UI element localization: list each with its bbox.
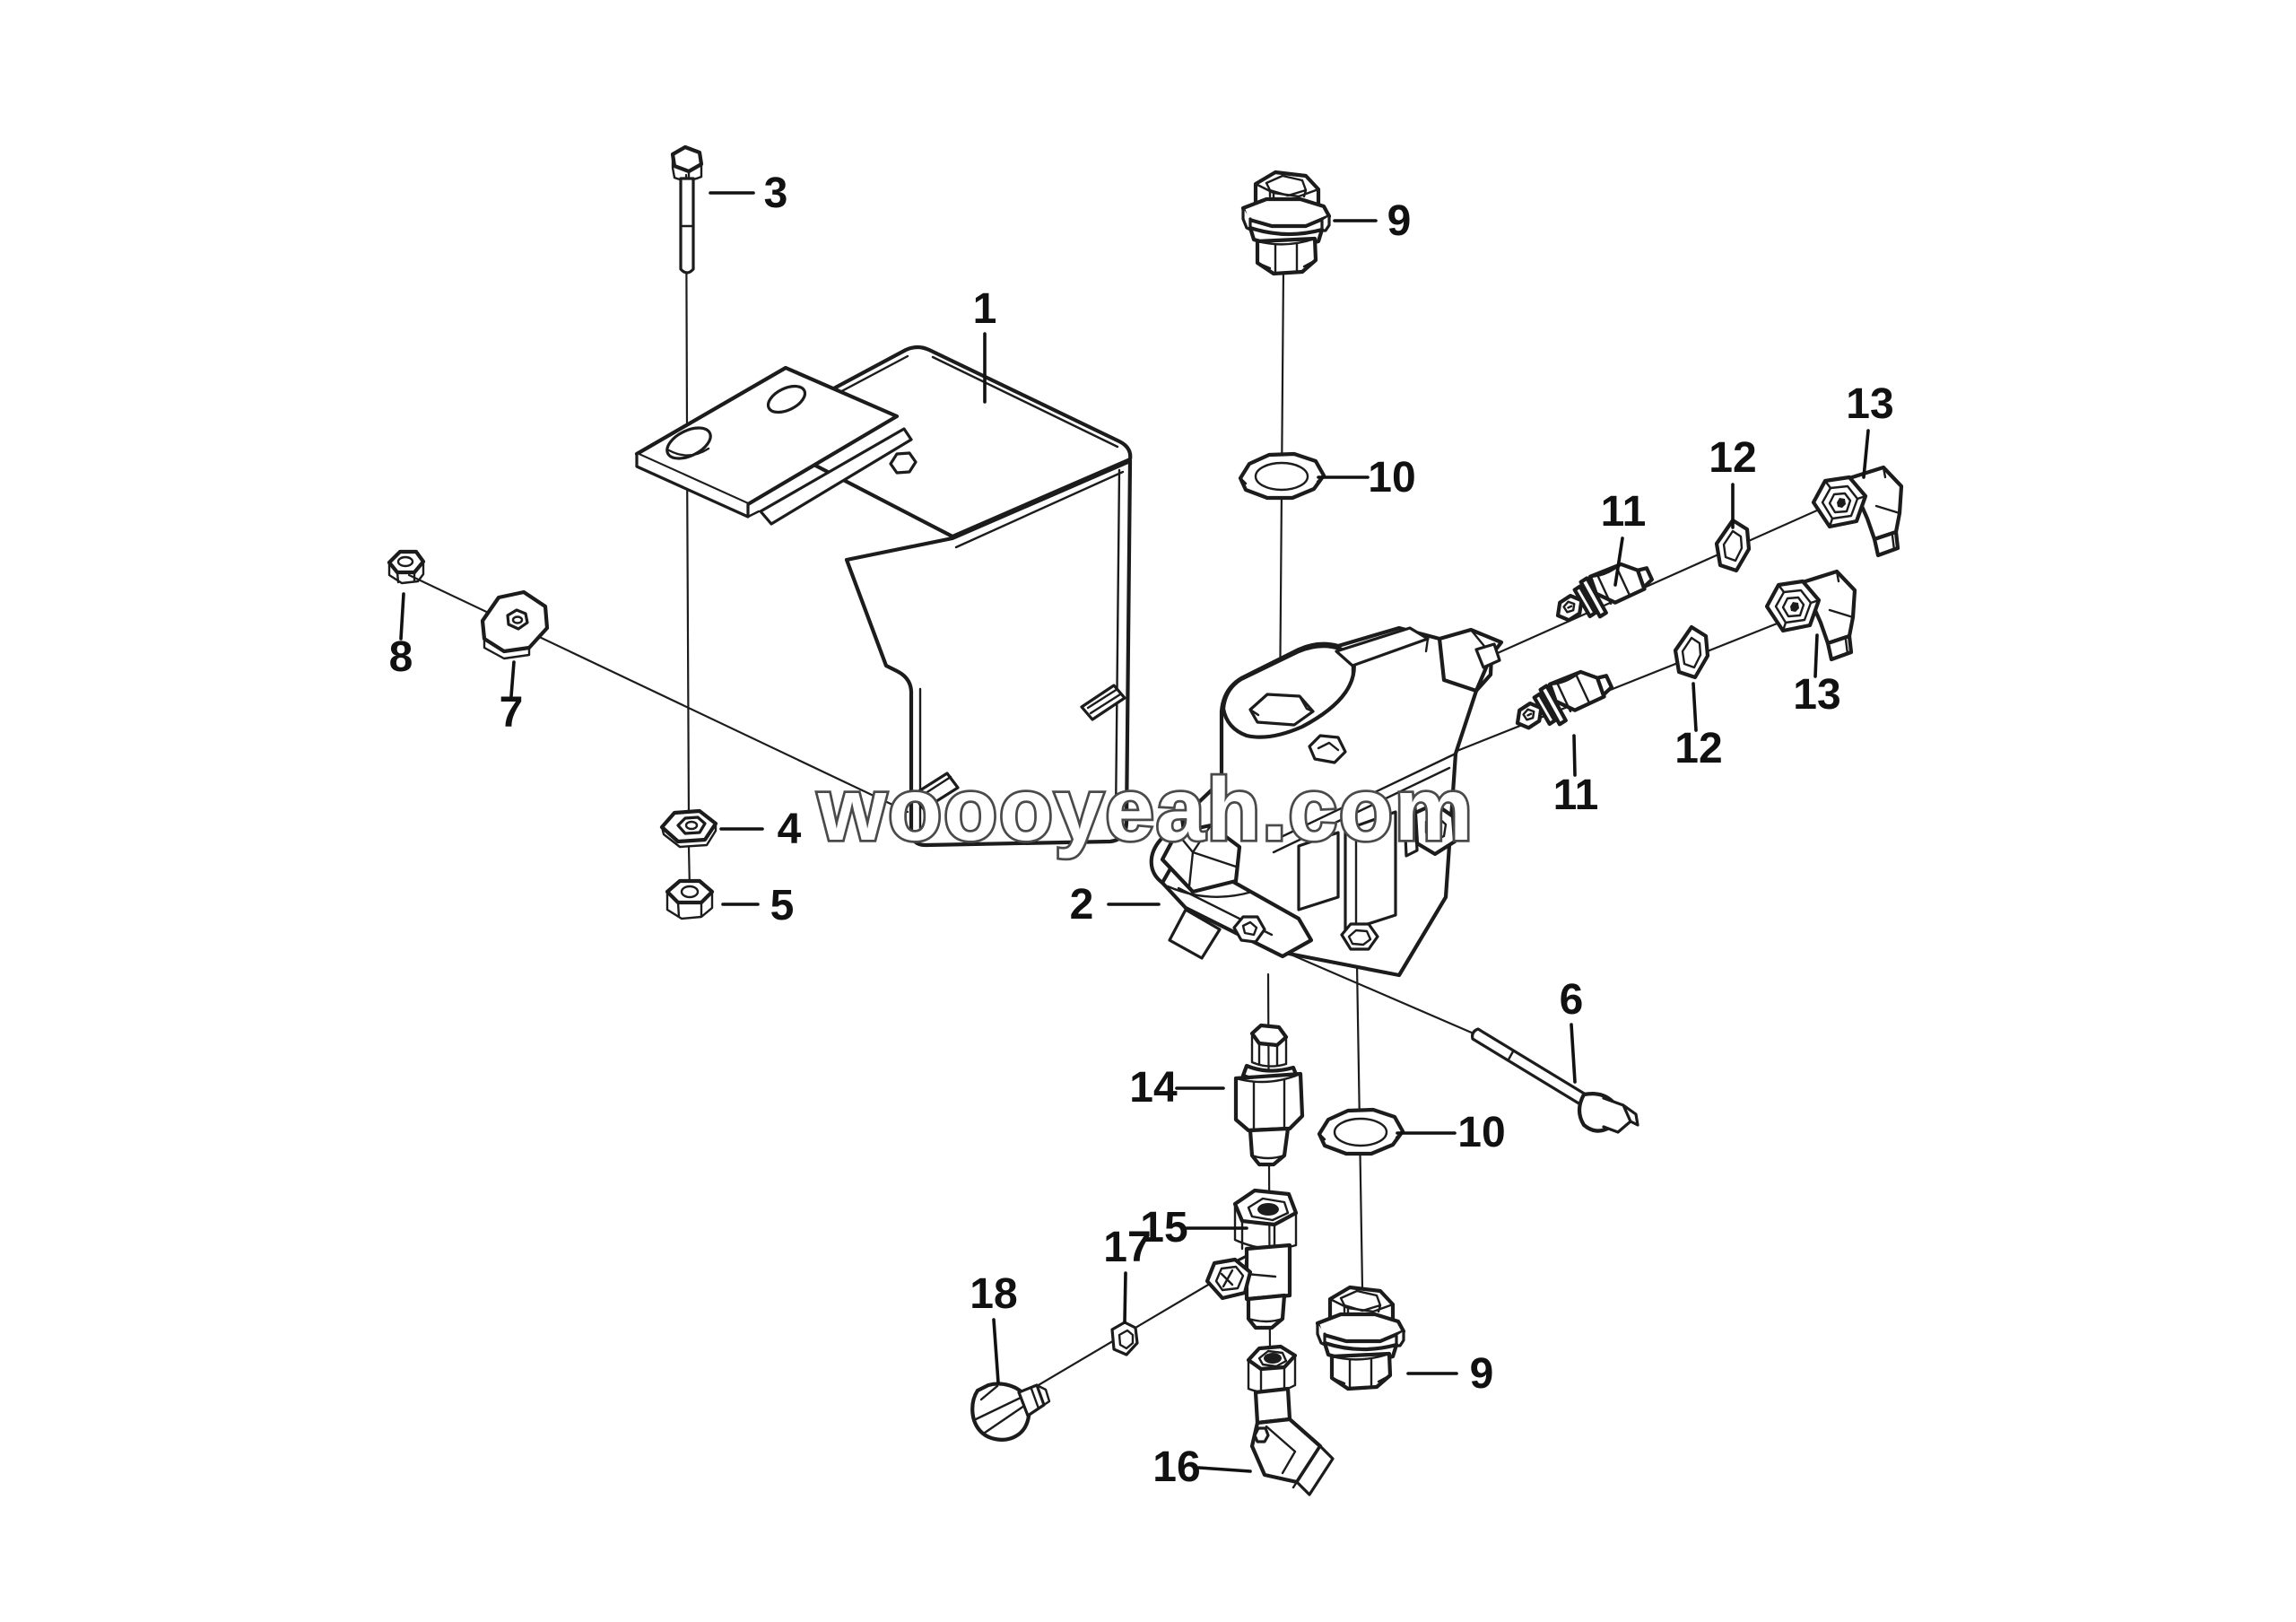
callout-2: 2 [1070,881,1094,929]
part-17-locknut [1110,1321,1139,1356]
callout-11-bottom: 11 [1553,772,1599,819]
part-6-bolt [1471,1027,1639,1134]
part-18-plug [970,1382,1051,1442]
part-8-nut [387,549,426,585]
callout-5: 5 [770,882,795,929]
callout-labels: 1 2 3 4 5 6 7 8 9 9 10 10 11 11 12 12 13… [389,170,1894,1491]
callout-12-top: 12 [1709,434,1756,482]
part-1-bracket [634,344,1133,848]
callout-17: 17 [1103,1224,1151,1271]
callout-4: 4 [778,806,802,853]
part-4-flange-nut [659,808,718,849]
callout-8: 8 [389,633,413,681]
leader-lines [399,191,1870,1473]
callout-11-top: 11 [1601,488,1647,536]
part-3-bolt [670,144,704,275]
part-10-seal-bottom [1319,1110,1403,1154]
callout-6: 6 [1560,976,1584,1024]
part-14-fitting [1233,1023,1305,1167]
callout-9-top: 9 [1387,197,1412,245]
callout-18: 18 [970,1270,1017,1318]
part-16-elbow-fitting [1246,1344,1335,1496]
part-9-fitting-bottom [1318,1287,1404,1389]
part-5-nut [665,878,715,920]
callout-15: 15 [1140,1204,1187,1251]
part-15-tee-fitting [1205,1188,1299,1330]
callout-13-top: 13 [1846,380,1893,428]
callout-13-bottom: 13 [1793,671,1840,719]
watermark-text: woooyeah.com [817,760,1474,859]
callout-10-bottom: 10 [1457,1109,1505,1156]
part-12-seal-bottom [1675,627,1708,677]
part-13-elbow-top [1813,467,1901,555]
callout-9-bottom: 9 [1470,1350,1494,1398]
part-2-valve-assembly [1149,625,1504,978]
part-11-fitting-bottom [1509,661,1617,740]
part-13-elbow-bottom [1767,571,1855,659]
callout-3: 3 [764,170,788,217]
callout-12-bottom: 12 [1674,725,1722,772]
callout-1: 1 [973,285,997,333]
callout-14: 14 [1129,1064,1178,1112]
callout-16: 16 [1152,1443,1200,1491]
callout-7: 7 [500,689,524,737]
part-7-plate-nut [480,589,550,660]
callout-10-top: 10 [1368,454,1415,501]
part-10-seal-top [1240,454,1324,498]
part-9-fitting-top [1243,172,1329,274]
part-11-fitting-top [1549,554,1657,632]
